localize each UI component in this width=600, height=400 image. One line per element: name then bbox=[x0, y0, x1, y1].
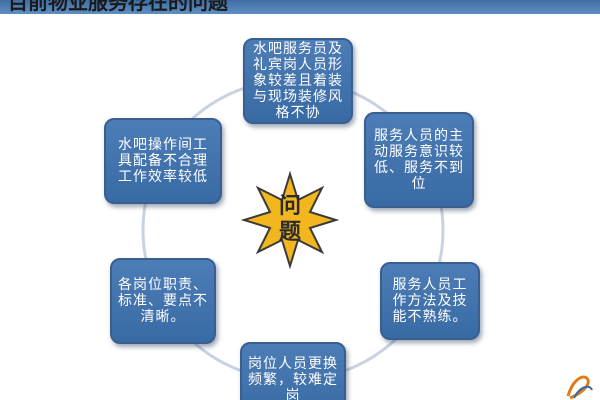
problem-text-6: 水吧操作间工具配备不合理工作效率较低 bbox=[118, 137, 208, 185]
center-star: 问 题 bbox=[240, 170, 340, 270]
problem-text-2: 服务人员的主动服务意识较低、服务不到位 bbox=[374, 128, 464, 192]
problem-box-3: 服务人员工作方法及技能不熟练。 bbox=[380, 262, 480, 340]
problem-box-5: 各岗位职责、标准、要点不清晰。 bbox=[110, 258, 216, 344]
corner-logo bbox=[566, 375, 593, 400]
problem-text-1: 水吧服务员及礼宾岗人员形象较差且着装与现场装修风格不协 bbox=[253, 41, 343, 121]
star-polygon bbox=[240, 170, 340, 270]
problem-box-4: 岗位人员更换频繁，较难定岗 bbox=[240, 342, 346, 400]
center-label-line-2: 题 bbox=[278, 220, 301, 245]
center-label-line-1: 问 bbox=[278, 194, 301, 219]
problem-text-4: 岗位人员更换频繁，较难定岗 bbox=[248, 356, 338, 400]
problem-box-1: 水吧服务员及礼宾岗人员形象较差且着装与现场装修风格不协 bbox=[243, 38, 353, 124]
problem-text-5: 各岗位职责、标准、要点不清晰。 bbox=[118, 277, 208, 325]
page-title: 目前物业服务存在的问题 bbox=[8, 0, 228, 14]
problem-text-3: 服务人员工作方法及技能不熟练。 bbox=[392, 277, 468, 325]
center-label: 问 题 bbox=[240, 170, 340, 270]
problem-box-6: 水吧操作间工具配备不合理工作效率较低 bbox=[104, 118, 222, 204]
header-band bbox=[0, 0, 600, 14]
problem-box-2: 服务人员的主动服务意识较低、服务不到位 bbox=[364, 112, 474, 208]
star-shape bbox=[240, 170, 340, 270]
